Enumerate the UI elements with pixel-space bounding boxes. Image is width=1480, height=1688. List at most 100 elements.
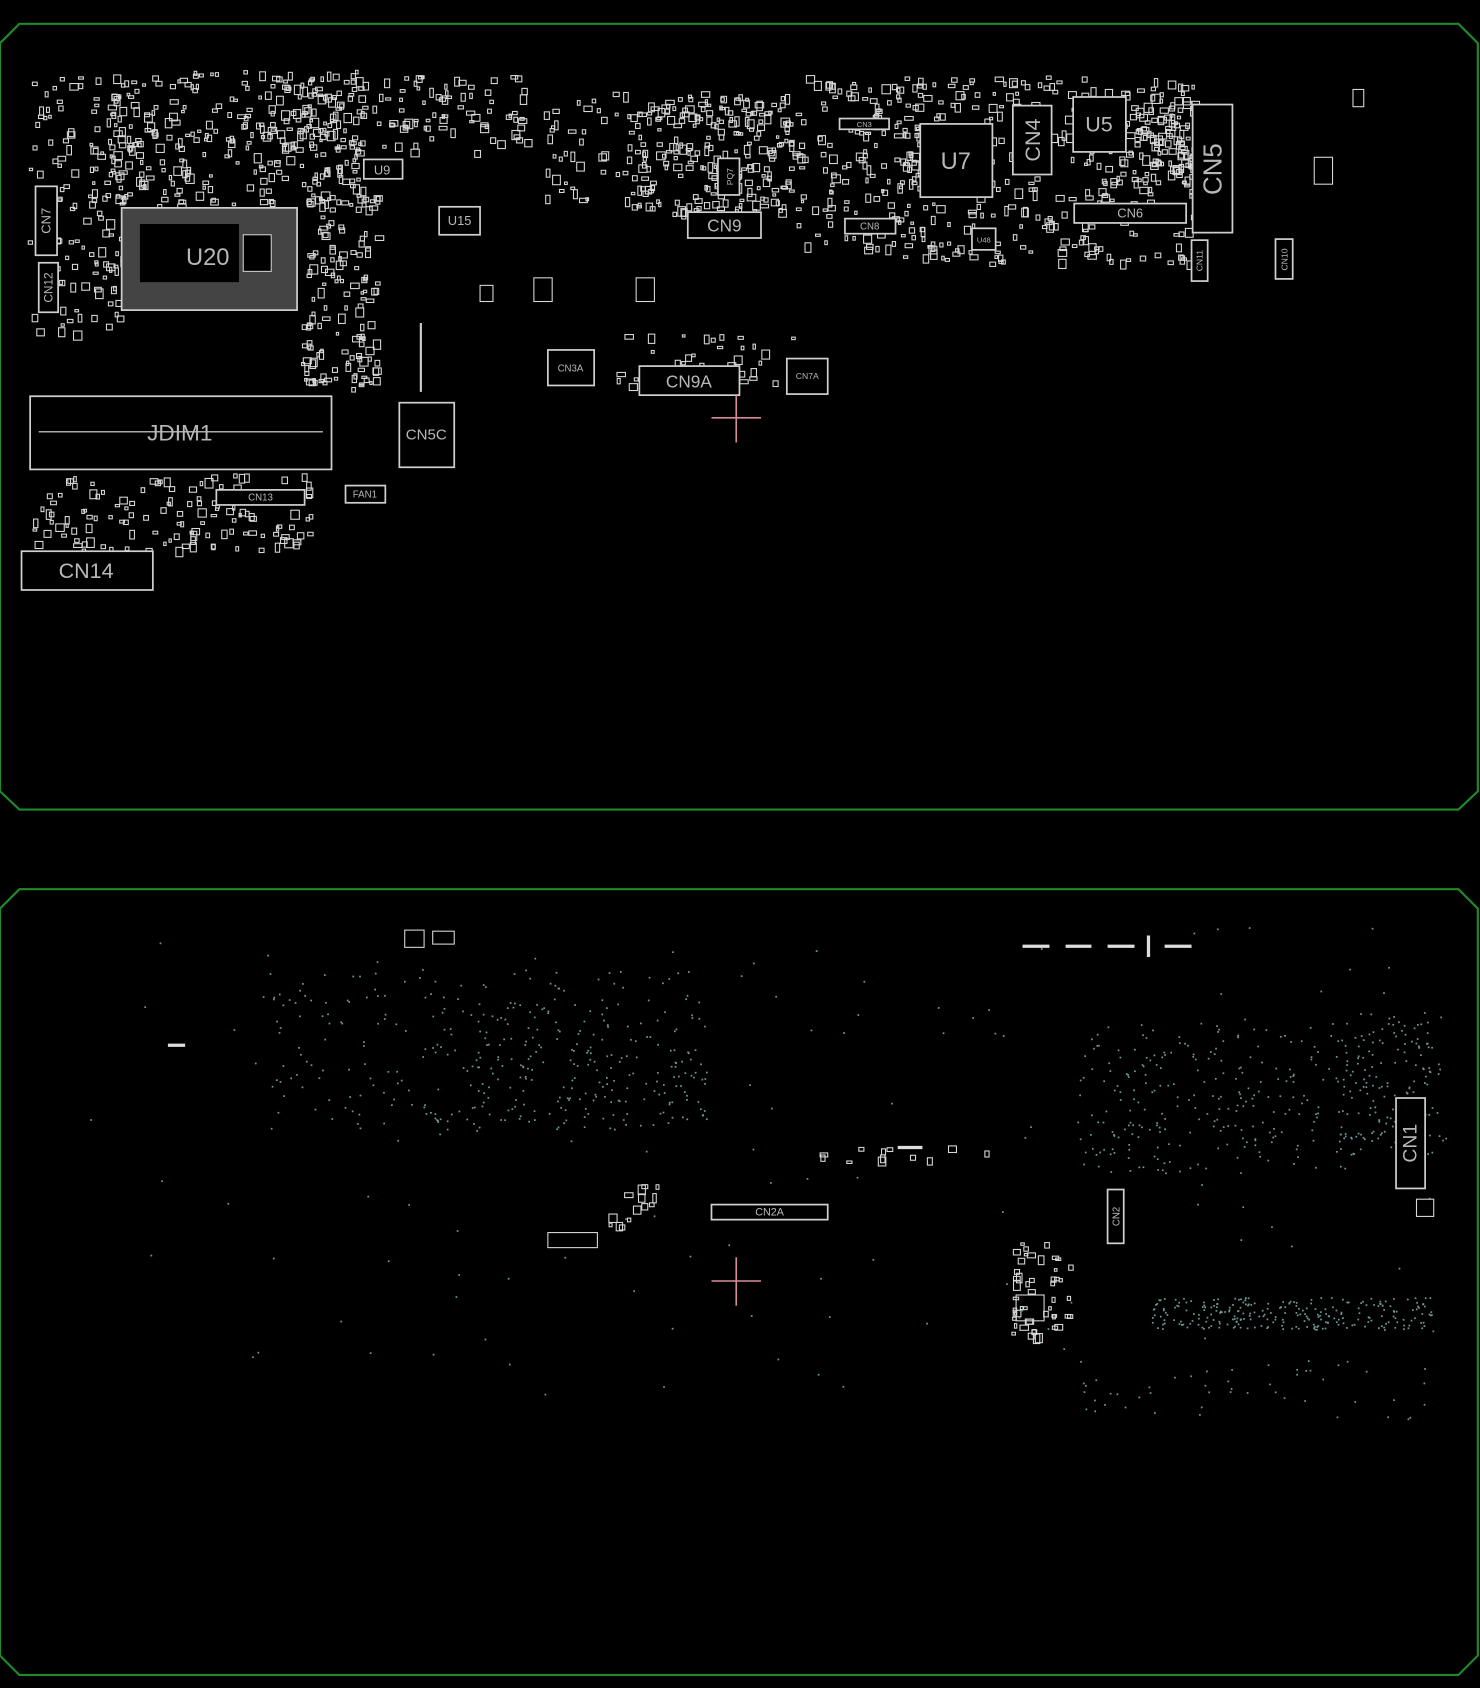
test-point — [443, 1028, 446, 1031]
pad — [110, 112, 116, 117]
test-point — [504, 1018, 507, 1021]
test-point — [1228, 1306, 1231, 1309]
pad — [77, 313, 83, 323]
component-fan1[interactable]: FAN1 — [344, 484, 387, 504]
pad — [911, 235, 916, 241]
test-point — [1262, 1121, 1264, 1124]
component-cn1[interactable]: CN1 — [1395, 1097, 1426, 1190]
pad — [353, 116, 360, 126]
component-cn5c[interactable]: CN5C — [398, 401, 456, 469]
pad — [877, 1156, 887, 1167]
pad — [1061, 130, 1067, 141]
component-cn9[interactable]: CN9 — [686, 211, 762, 239]
pad — [869, 173, 876, 178]
component-cn2[interactable]: CN2 — [1106, 1188, 1125, 1245]
pad — [435, 93, 442, 101]
test-point — [1254, 1139, 1257, 1142]
component-cn14[interactable]: CN14 — [20, 550, 154, 591]
test-point — [619, 971, 622, 973]
test-point — [1138, 1166, 1141, 1169]
pad — [743, 99, 750, 109]
component-cn5[interactable]: CN5 — [1191, 103, 1234, 234]
test-point — [1398, 1021, 1400, 1024]
pad — [241, 80, 248, 86]
test-point — [1243, 1318, 1245, 1320]
test-point — [1406, 1092, 1409, 1095]
component-cn3a[interactable]: CN3A — [547, 349, 596, 387]
test-point — [1330, 1035, 1333, 1037]
test-point — [365, 996, 368, 999]
test-point — [408, 1089, 410, 1092]
component-cn11[interactable]: CN11 — [1190, 239, 1209, 282]
test-point — [587, 1113, 590, 1115]
test-point — [367, 1195, 370, 1198]
test-point — [689, 1255, 692, 1258]
test-point — [1047, 1328, 1050, 1330]
test-point — [1297, 1327, 1300, 1330]
test-point — [1248, 1314, 1251, 1317]
test-point — [1232, 1304, 1234, 1306]
test-point — [1090, 1133, 1092, 1136]
test-point — [589, 1052, 592, 1055]
pad — [89, 142, 94, 147]
pad — [1177, 107, 1184, 113]
pad — [1019, 245, 1027, 250]
test-point — [589, 1058, 592, 1061]
test-point — [609, 1127, 612, 1130]
test-point — [972, 1017, 975, 1019]
component-cn8[interactable]: CN8 — [844, 217, 897, 235]
test-point — [541, 1008, 544, 1011]
component-u48[interactable]: U48 — [971, 227, 997, 251]
test-point — [1210, 1313, 1212, 1316]
pad — [127, 192, 133, 197]
pad — [881, 84, 892, 95]
pad — [309, 254, 315, 260]
pad — [630, 191, 636, 196]
pad — [304, 370, 310, 376]
test-point — [1239, 1319, 1242, 1321]
pad — [1027, 1332, 1035, 1340]
test-point — [1420, 1322, 1422, 1324]
component-jdim1[interactable]: JDIM1 — [29, 395, 333, 471]
test-point — [1371, 1140, 1374, 1142]
pad — [822, 167, 828, 174]
test-point — [393, 1098, 396, 1101]
pad — [700, 106, 706, 113]
component-cn12[interactable]: CN12 — [37, 261, 59, 314]
test-point — [1292, 1075, 1295, 1077]
test-point — [359, 975, 361, 978]
pad — [923, 94, 933, 102]
test-point — [531, 1036, 534, 1039]
component-cn10[interactable]: CN10 — [1274, 238, 1294, 280]
component-cn7a[interactable]: CN7A — [785, 357, 829, 395]
pad — [193, 137, 200, 143]
component-cn3[interactable]: CN3 — [838, 117, 890, 131]
component-cn4[interactable]: CN4 — [1011, 104, 1053, 176]
component-cn9a[interactable]: CN9A — [638, 365, 741, 397]
pad — [900, 180, 905, 185]
pad — [1047, 215, 1053, 222]
component-u15[interactable]: U15 — [438, 205, 481, 236]
test-point — [482, 1013, 485, 1016]
component-cn6[interactable]: CN6 — [1073, 202, 1188, 224]
test-point — [662, 1111, 665, 1114]
pad — [190, 131, 195, 137]
test-point — [1082, 1076, 1085, 1079]
component-u9[interactable]: U9 — [362, 158, 404, 180]
test-point — [1249, 1056, 1252, 1059]
component-u20[interactable]: U20 — [120, 207, 298, 311]
test-point — [1128, 1143, 1131, 1146]
component-cn2a[interactable]: CN2A — [710, 1203, 829, 1221]
pad — [921, 236, 926, 243]
pad — [733, 355, 743, 366]
component-u5[interactable]: U5 — [1072, 96, 1127, 153]
component-u7[interactable]: U7 — [919, 123, 994, 198]
test-point — [497, 1058, 499, 1061]
pad — [1071, 244, 1078, 249]
component-pq7[interactable]: PQ7 — [717, 157, 741, 196]
test-point — [1156, 1158, 1159, 1161]
component-cn7[interactable]: CN7 — [34, 185, 58, 257]
component-cn13[interactable]: CN13 — [215, 489, 306, 506]
test-point — [1253, 1311, 1256, 1314]
